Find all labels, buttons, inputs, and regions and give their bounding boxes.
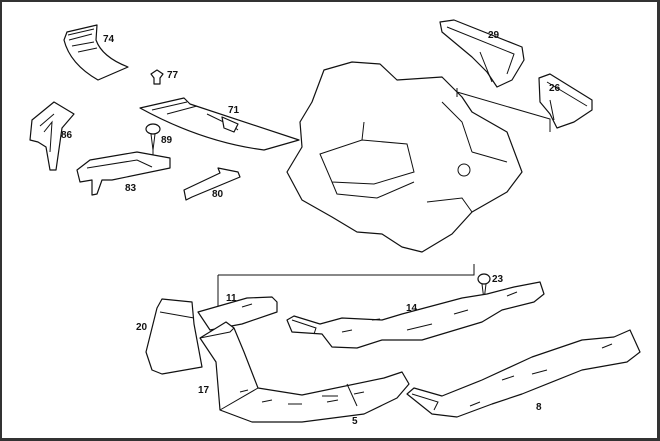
part-89-screw xyxy=(145,123,161,162)
part-11 xyxy=(197,296,278,331)
part-80 xyxy=(183,167,241,201)
callout-89: 89 xyxy=(161,135,173,146)
part-29 xyxy=(439,19,525,88)
callout-71: 71 xyxy=(228,105,240,116)
callout-80: 80 xyxy=(212,189,224,200)
part-14-duct xyxy=(286,281,545,349)
callout-83: 83 xyxy=(125,183,137,194)
part-17-5-duct xyxy=(199,321,410,423)
callout-29: 29 xyxy=(488,30,500,41)
callout-17: 17 xyxy=(198,385,210,396)
callout-8: 8 xyxy=(536,402,542,413)
part-23-screw xyxy=(477,273,491,301)
callout-23: 23 xyxy=(492,274,504,285)
callout-5: 5 xyxy=(352,416,358,427)
callout-26: 26 xyxy=(549,83,561,94)
callout-86: 86 xyxy=(61,130,73,141)
part-83 xyxy=(76,151,171,196)
part-71 xyxy=(139,97,300,151)
part-8-duct xyxy=(406,329,641,418)
part-26 xyxy=(538,73,593,129)
part-77-clip xyxy=(150,69,164,85)
part-20 xyxy=(145,298,203,375)
callout-20: 20 xyxy=(136,322,148,333)
part-74 xyxy=(63,24,129,81)
callout-14: 14 xyxy=(406,303,418,314)
part-86 xyxy=(29,101,75,171)
engine-block xyxy=(286,61,551,253)
callout-11: 11 xyxy=(226,293,237,304)
callout-74: 74 xyxy=(103,34,115,45)
callout-77: 77 xyxy=(167,70,179,81)
